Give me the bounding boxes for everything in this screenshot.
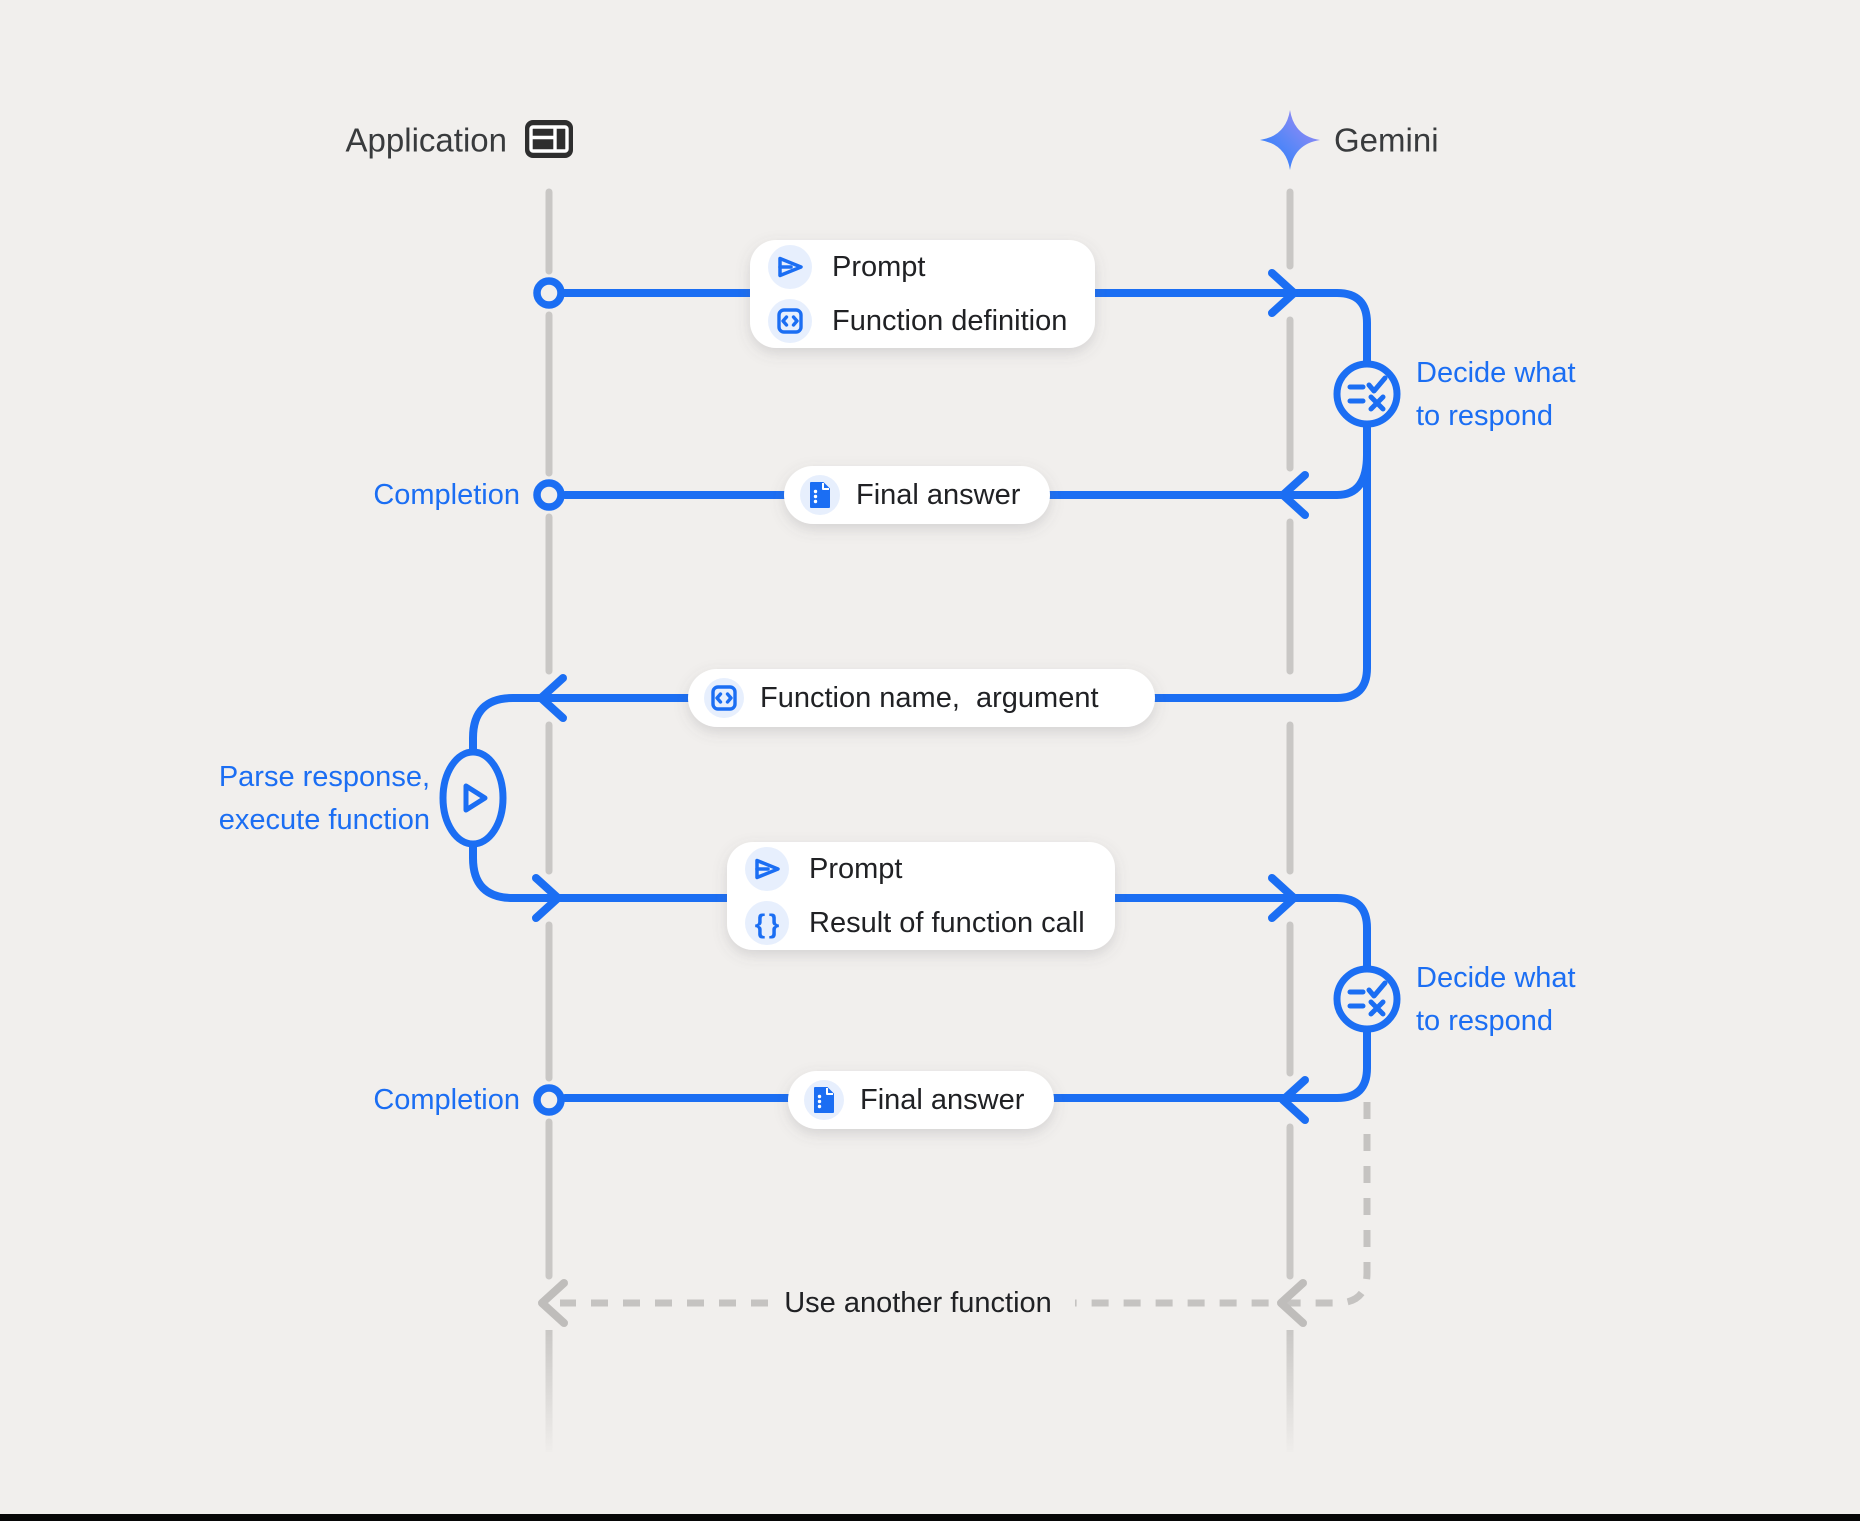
arrowhead-left-gray-application — [538, 1279, 568, 1327]
svg-text:{: { — [755, 909, 766, 939]
start-node-row1 — [533, 277, 565, 309]
box1-row2-label: Function definition — [832, 305, 1067, 337]
box2-label: Final answer — [856, 479, 1021, 511]
document-icon — [814, 1087, 834, 1113]
decide-checklist-icon — [1347, 375, 1388, 412]
arrowhead-left-row2 — [1279, 471, 1309, 519]
message-box-final-answer-2: Final answer — [788, 1071, 1054, 1129]
box5-label: Final answer — [860, 1084, 1025, 1116]
code-icon — [711, 685, 737, 711]
decide-node-1 — [1333, 360, 1401, 428]
parse-execute-label: Parse response, execute function — [219, 761, 430, 836]
svg-text:Parse response,: Parse response, — [219, 761, 430, 793]
svg-text:execute function: execute function — [219, 804, 430, 836]
send-icon — [778, 256, 803, 278]
application-label: Application — [346, 122, 507, 159]
actor-gemini: Gemini — [1260, 110, 1439, 170]
decide-node-2 — [1333, 965, 1401, 1033]
box4-row1-label: Prompt — [809, 853, 902, 885]
svg-text:to respond: to respond — [1416, 1005, 1553, 1037]
arrowhead-left-row3 — [537, 674, 567, 722]
box1-row1-label: Prompt — [832, 251, 925, 283]
decide-label-2: Decide what to respond — [1416, 962, 1576, 1037]
message-box-function-name-argument: Function name, argument — [688, 669, 1155, 727]
bottom-edge-bar — [0, 1514, 1860, 1521]
arrowhead-right-row1 — [1268, 269, 1298, 317]
actor-application: Application — [346, 120, 573, 159]
svg-text:}: } — [769, 909, 780, 939]
message-box-prompt-result: Prompt { } Result of function call — [727, 842, 1115, 950]
decide-label-1: Decide what to respond — [1416, 357, 1576, 432]
message-box-final-answer-1: Final answer — [784, 466, 1050, 524]
box4-row2-label: Result of function call — [809, 907, 1085, 939]
send-icon — [755, 858, 780, 880]
loop-back-dashed-path — [560, 1102, 1371, 1307]
gemini-label: Gemini — [1334, 122, 1439, 159]
gemini-spark-icon — [1260, 110, 1320, 170]
completion-node-row2 — [533, 479, 565, 511]
message-box-prompt-function-definition: Prompt Function definition — [750, 240, 1095, 348]
play-icon — [463, 783, 488, 813]
code-icon — [777, 308, 803, 334]
svg-text:Decide what: Decide what — [1416, 357, 1576, 389]
braces-icon: { } — [755, 909, 780, 939]
box3-label: Function name, argument — [760, 682, 1099, 714]
svg-text:Decide what: Decide what — [1416, 962, 1576, 994]
completion-label-1: Completion — [373, 479, 520, 511]
decide-checklist-icon — [1347, 980, 1388, 1017]
completion-node-row5 — [533, 1084, 565, 1116]
completion-label-2: Completion — [373, 1084, 520, 1116]
arrowhead-right-row4-gemini — [1268, 874, 1298, 922]
arrowhead-right-row4-app — [532, 874, 562, 922]
document-icon — [810, 482, 830, 508]
arrowhead-left-gray-gemini — [1277, 1279, 1307, 1327]
use-another-function-label: Use another function — [784, 1287, 1052, 1319]
arrowhead-left-row5 — [1279, 1076, 1309, 1124]
app-window-icon — [525, 120, 573, 158]
execute-node — [439, 748, 507, 848]
svg-text:to respond: to respond — [1416, 400, 1553, 432]
